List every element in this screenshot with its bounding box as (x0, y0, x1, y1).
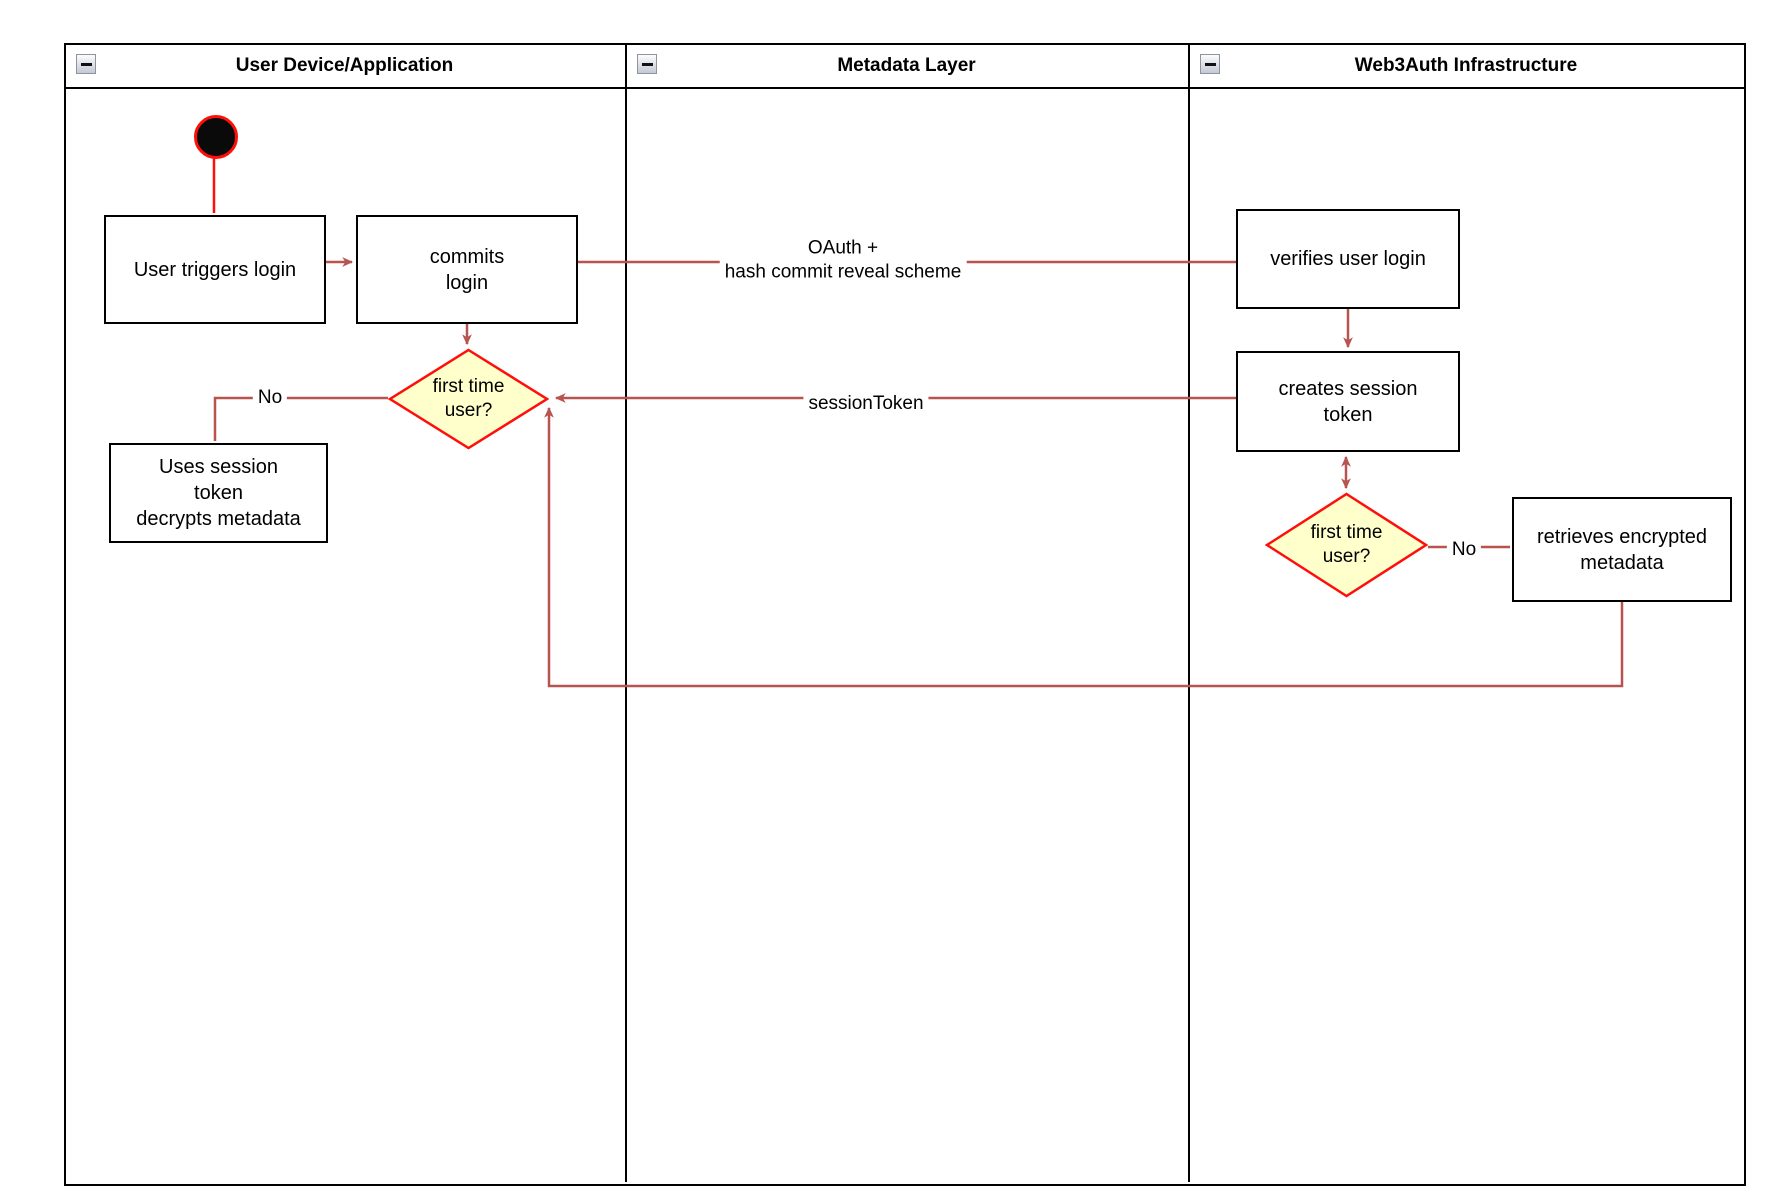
lane-title: Metadata Layer (837, 55, 976, 76)
minus-icon (641, 62, 653, 66)
lane-header-user-device: User Device/Application (66, 45, 623, 87)
decision-first-time-user-app: first time user? (388, 348, 549, 450)
minus-icon (1204, 62, 1216, 66)
minus-icon (80, 62, 92, 66)
edge-label-sessiontoken: sessionToken (803, 390, 929, 418)
node-creates-session-token: creates session token (1236, 351, 1460, 452)
lane-title: User Device/Application (235, 55, 454, 76)
node-commits-login: commits login (356, 215, 578, 324)
header-separator (64, 87, 1744, 89)
lane-divider (1188, 45, 1190, 1182)
lane-header-web3auth: Web3Auth Infrastructure (1190, 45, 1742, 87)
start-node (194, 115, 238, 159)
collapse-lane-icon[interactable] (637, 54, 657, 74)
node-user-triggers-login: User triggers login (104, 215, 326, 324)
node-retrieves-encrypted-metadata: retrieves encrypted metadata (1512, 497, 1732, 602)
decision-first-time-user-infra: first time user? (1265, 492, 1428, 598)
collapse-lane-icon[interactable] (1200, 54, 1220, 74)
lane-divider (625, 45, 627, 1182)
decision-label: first time user? (432, 376, 505, 421)
collapse-lane-icon[interactable] (76, 54, 96, 74)
edge-decision-no-to-uses-session (213, 396, 388, 441)
edge-label-no-infra: No (1446, 536, 1482, 564)
edge-label-no-app: No (252, 384, 288, 412)
lane-header-metadata-layer: Metadata Layer (627, 45, 1186, 87)
pool-frame (64, 43, 1746, 1186)
node-uses-session-token: Uses session token decrypts metadata (109, 443, 328, 543)
lane-title: Web3Auth Infrastructure (1354, 55, 1578, 76)
edge-label-oauth: OAuth + hash commit reveal scheme (719, 235, 967, 287)
edge-retrieves-feedback-to-decision (544, 406, 1624, 688)
node-verifies-user-login: verifies user login (1236, 209, 1460, 309)
decision-label: first time user? (1310, 522, 1383, 567)
